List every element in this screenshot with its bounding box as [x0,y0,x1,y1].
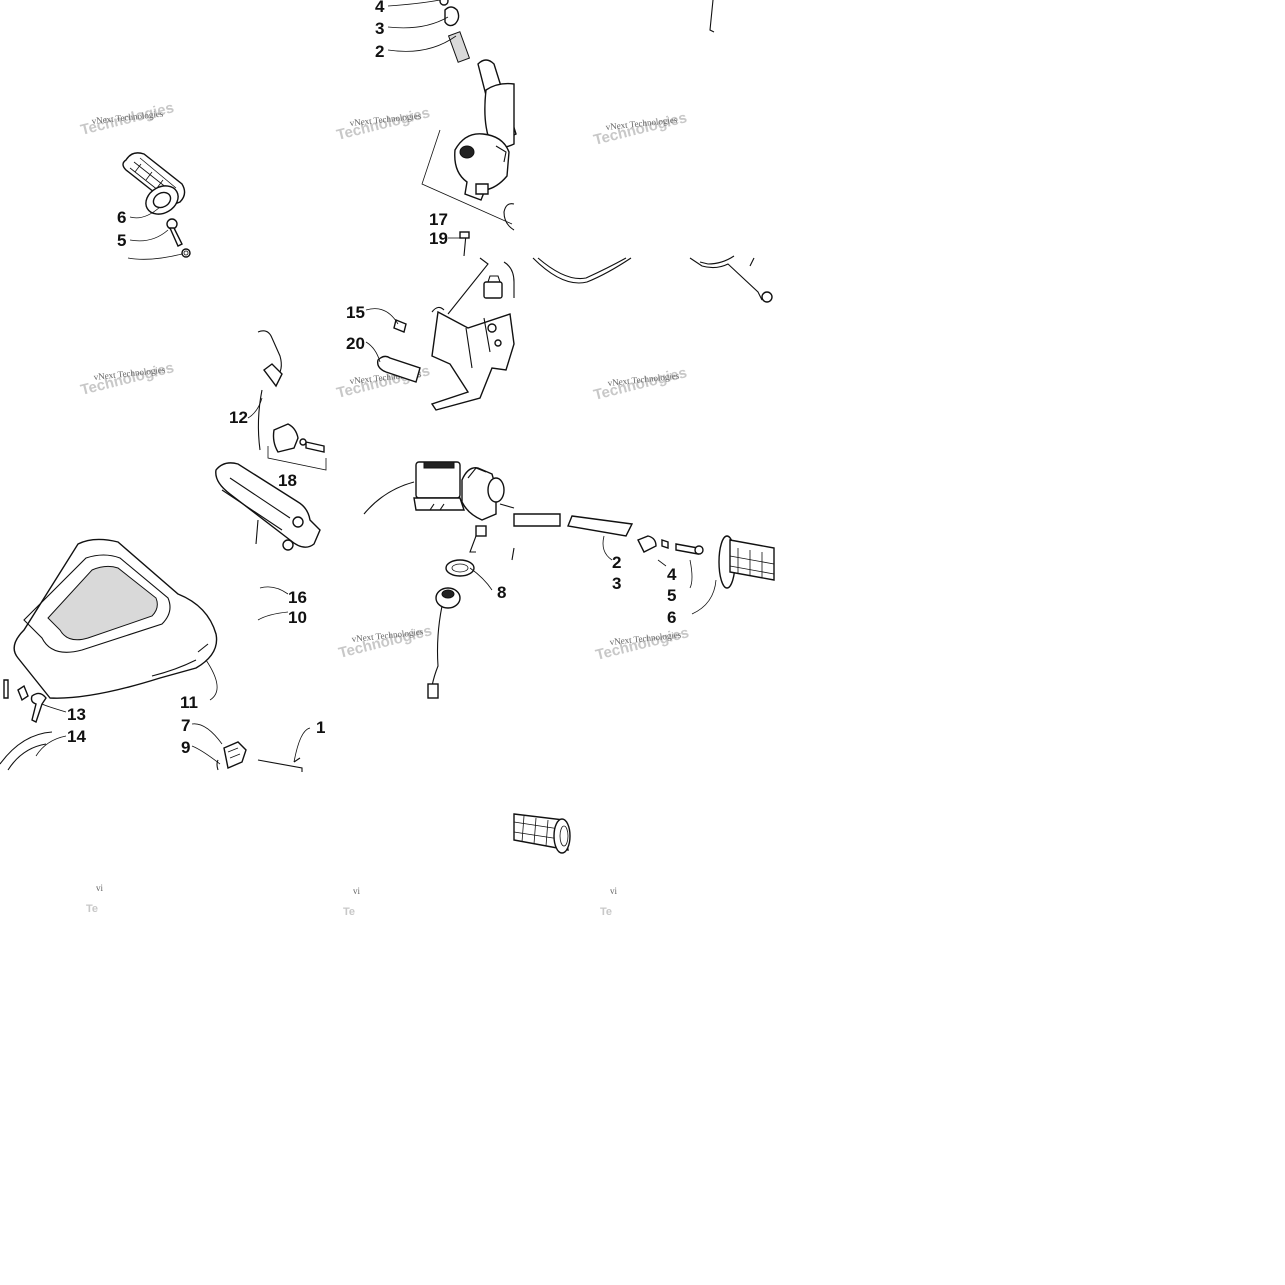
svg-text:Te: Te [343,906,355,918]
svg-text:Te: Te [600,906,612,918]
callout-3: 3 [612,574,621,593]
right-bar-end [513,513,775,615]
callout-12: 12 [229,408,248,427]
callout-13: 13 [67,705,86,724]
callout-10: 10 [288,608,307,627]
callout-17: 17 [429,210,448,229]
callout-14: 14 [67,727,86,746]
callout-6: 6 [667,608,676,627]
watermark-fragment: vi [353,886,361,896]
callout-3: 3 [375,19,384,38]
callout-20: 20 [346,334,365,353]
handlebar-bend [532,255,773,303]
callout-2: 2 [612,553,621,572]
callout-5: 5 [117,231,126,250]
watermark-fragment: vi [96,883,104,893]
master-cylinder [363,461,515,699]
callout-8: 8 [497,583,506,602]
callout-labels: 4 3 2 6 5 17 19 15 20 12 18 16 10 8 2 3 … [67,0,677,757]
callout-15: 15 [346,303,365,322]
callout-1: 1 [316,718,325,737]
callout-11: 11 [180,693,198,712]
callout-5: 5 [667,586,676,605]
callout-4: 4 [667,565,677,584]
instrument-pod [0,538,303,772]
left-grip-top [122,152,191,258]
lower-grip [513,813,571,854]
callout-2: 2 [375,42,384,61]
upper-bar-assembly [421,0,715,257]
riser-clamp [215,330,327,551]
leader-lines [35,0,460,765]
steering-bracket [376,257,515,411]
callout-18: 18 [278,471,297,490]
watermark-fragment: vi [610,886,618,896]
callout-4: 4 [375,0,385,16]
callout-7: 7 [181,716,190,735]
callout-19: 19 [429,229,448,248]
svg-text:Te: Te [86,903,98,915]
callout-16: 16 [288,588,307,607]
callout-9: 9 [181,738,190,757]
callout-6: 6 [117,208,126,227]
